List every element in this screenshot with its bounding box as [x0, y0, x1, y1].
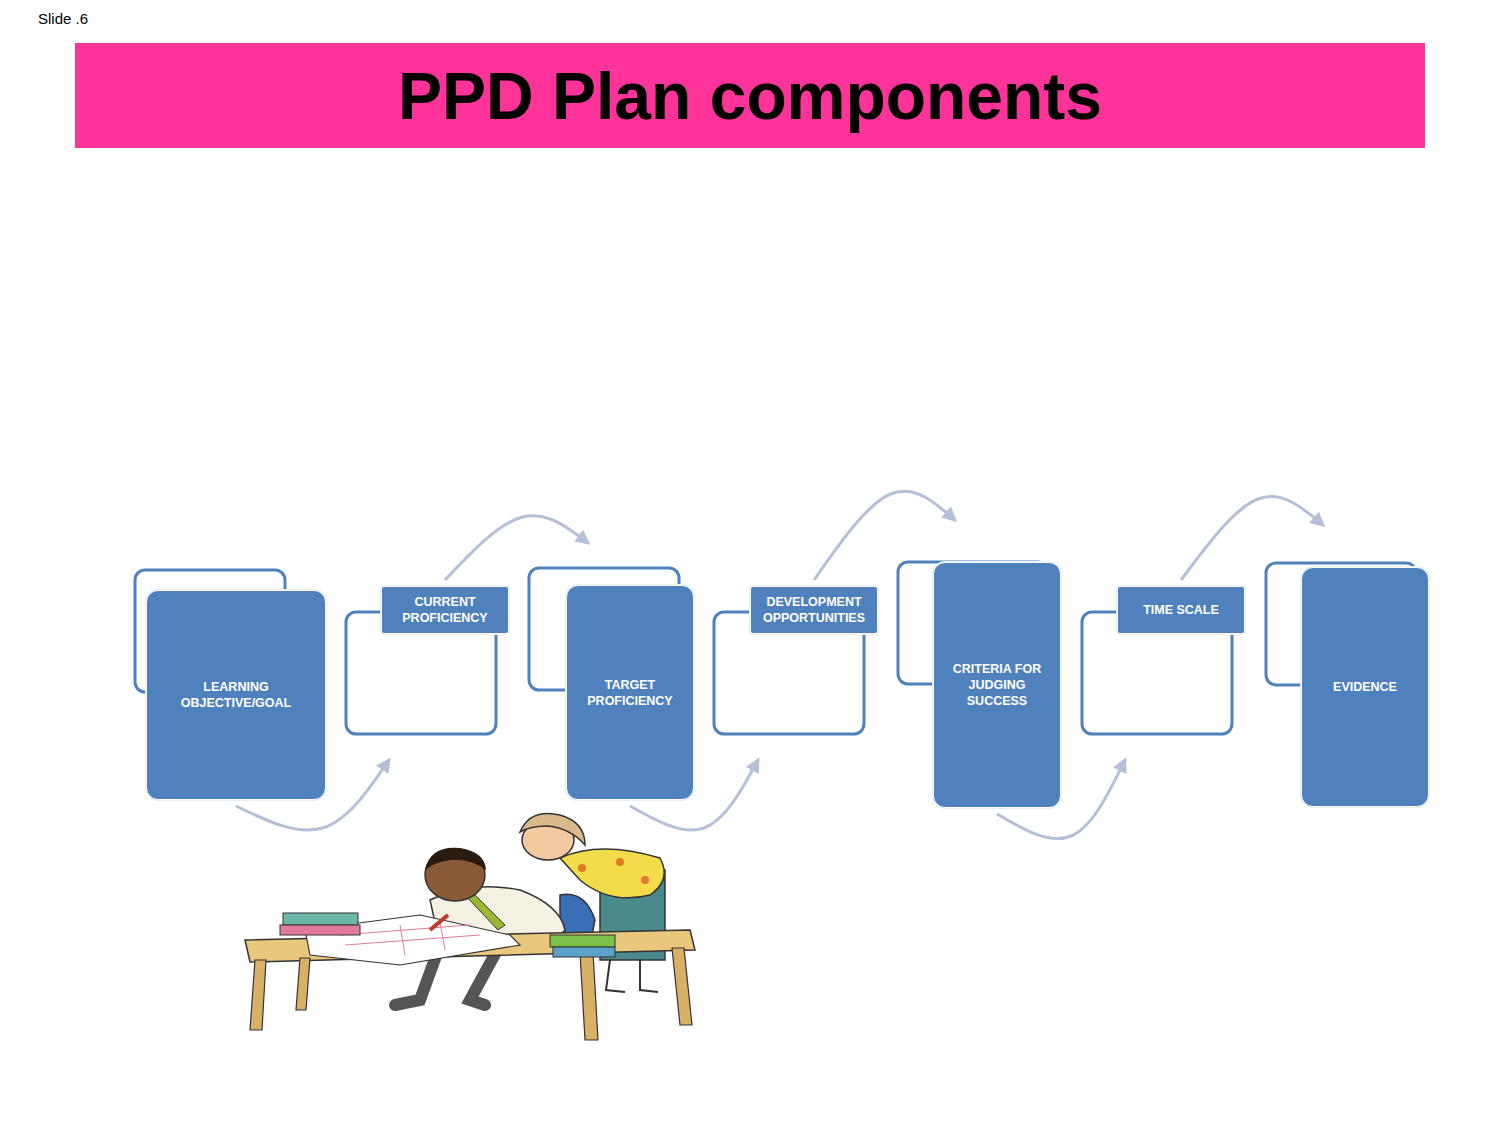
process-box: TARGET PROFICIENCY	[566, 585, 694, 800]
pen	[430, 915, 448, 930]
process-box: CRITERIA FOR JUDGING SUCCESS	[933, 562, 1061, 808]
dot	[578, 864, 586, 872]
book	[280, 925, 360, 935]
slide-number: Slide .6	[38, 10, 88, 27]
process-box: EVIDENCE	[1301, 567, 1429, 807]
book	[283, 913, 358, 925]
box-label: TARGET PROFICIENCY	[575, 677, 685, 709]
woman-hair	[520, 813, 585, 845]
dot	[616, 858, 624, 866]
illustration	[245, 813, 695, 1040]
slide-title: PPD Plan components	[75, 43, 1425, 148]
book	[553, 947, 615, 957]
label-box: CURRENT PROFICIENCY	[381, 586, 509, 634]
process-box: LEARNING OBJECTIVE/GOAL	[146, 590, 326, 800]
label-box: DEVELOPMENT OPPORTUNITIES	[750, 586, 878, 634]
desk-legs	[250, 948, 692, 1040]
box-label: CURRENT PROFICIENCY	[390, 594, 500, 626]
man-hair	[425, 848, 486, 870]
blouse	[560, 849, 664, 898]
background-frames	[135, 562, 1416, 734]
box-label: TIME SCALE	[1143, 602, 1219, 618]
flow-arrow	[445, 516, 588, 580]
box-label: LEARNING OBJECTIVE/GOAL	[155, 679, 317, 711]
box-label: CRITERIA FOR JUDGING SUCCESS	[942, 661, 1052, 709]
woman-legs	[606, 960, 658, 992]
box-label: EVIDENCE	[1333, 679, 1397, 695]
flow-arrow	[1181, 496, 1323, 580]
box-label: DEVELOPMENT OPPORTUNITIES	[759, 594, 869, 626]
dot	[641, 876, 649, 884]
book	[550, 935, 615, 947]
plan-lines	[340, 922, 480, 955]
label-box: TIME SCALE	[1117, 586, 1245, 634]
